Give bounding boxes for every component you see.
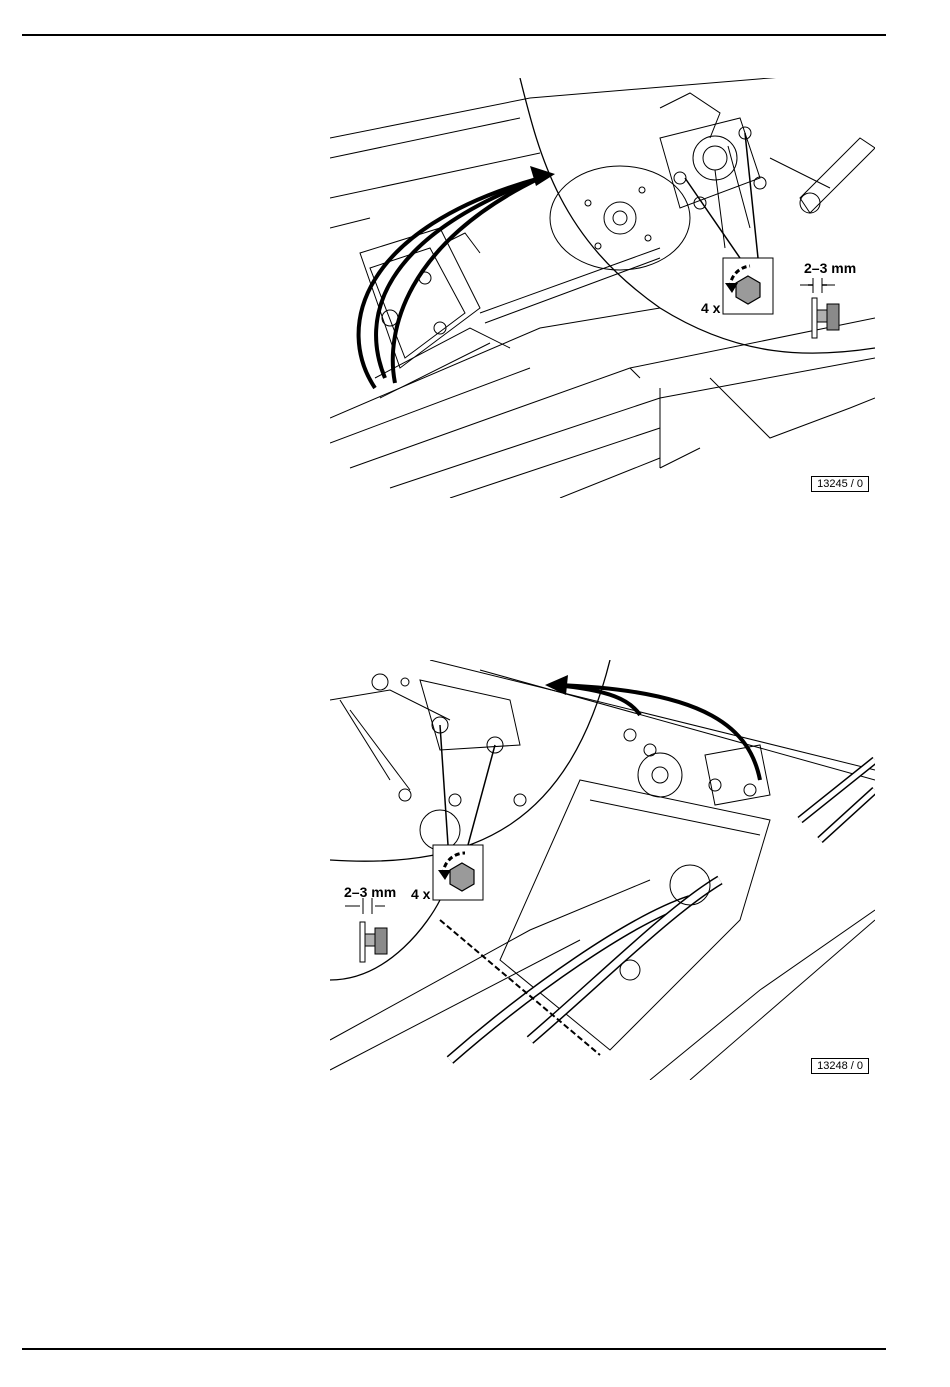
figure-mower-deck-bolts-1: 2–3 mm 4 x 13245 / 0	[330, 78, 875, 498]
tighten-bolt-icon	[433, 845, 483, 900]
count-label: 4 x	[701, 300, 720, 316]
technical-illustration-2	[330, 660, 875, 1080]
hex-bolt-icon	[812, 298, 839, 338]
figure-id: 13248 / 0	[811, 1058, 869, 1074]
technical-illustration-1	[330, 78, 875, 498]
curved-arrow-icon	[545, 675, 568, 695]
figure-mower-deck-bolts-2: 2–3 mm 4 x 13248 / 0	[330, 660, 875, 1080]
gap-label: 2–3 mm	[804, 260, 856, 276]
hex-bolt-icon	[360, 922, 387, 962]
footer-rule	[22, 1348, 886, 1350]
figure-id: 13245 / 0	[811, 476, 869, 492]
header-rule	[22, 34, 886, 36]
gap-label: 2–3 mm	[344, 884, 396, 900]
tighten-bolt-icon	[723, 258, 773, 314]
count-label: 4 x	[411, 886, 430, 902]
